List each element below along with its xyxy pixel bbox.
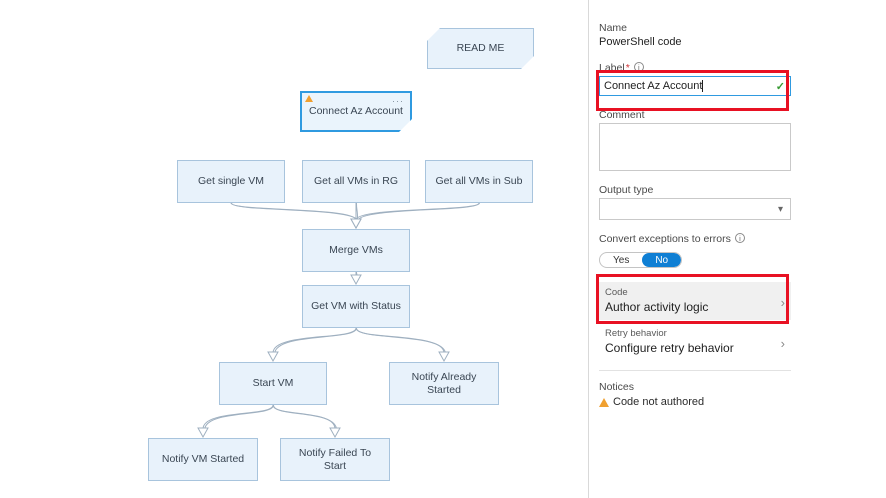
node-label: Merge VMs <box>329 244 383 257</box>
edge-arrowhead <box>350 274 362 286</box>
node-get-single-vm[interactable]: Get single VM <box>177 160 285 203</box>
workflow-edges <box>197 202 480 439</box>
edge-arrowhead <box>329 427 341 439</box>
node-label: Connect Az Account <box>309 105 403 118</box>
text-caret <box>702 80 704 92</box>
label-field-label: Label*i <box>599 62 791 74</box>
node-label: READ ME <box>456 42 505 55</box>
node-notify-vm-started[interactable]: Notify VM Started <box>148 438 258 481</box>
retry-behavior-row[interactable]: Retry behavior Configure retry behavior … <box>599 323 791 361</box>
info-icon-2[interactable]: i <box>734 233 745 243</box>
output-type-select[interactable]: ▾ <box>599 198 791 220</box>
edge-arrowhead <box>350 218 362 230</box>
edge-get-single-vm-to-merge-vms <box>230 202 362 230</box>
toggle-option-no[interactable]: No <box>642 253 682 267</box>
node-notify-already-started[interactable]: Notify Already Started <box>389 362 499 405</box>
node-get-vm-with-status[interactable]: Get VM with Status <box>302 285 410 328</box>
edge-merge-vms-to-get-vm-with-status <box>350 271 362 286</box>
comment-textarea[interactable] <box>599 123 791 171</box>
edge-arrowhead <box>438 351 450 363</box>
label-input-value: Connect Az Account <box>604 80 703 92</box>
convert-exceptions-toggle[interactable]: Yes No <box>599 252 683 268</box>
name-value: PowerShell code <box>599 36 682 48</box>
check-icon: ✓ <box>775 80 785 93</box>
info-icon[interactable]: i <box>633 62 644 72</box>
node-get-all-vms-in-sub[interactable]: Get all VMs in Sub <box>425 160 533 203</box>
edge-start-vm-to-notify-failed-to-start <box>272 404 341 439</box>
retry-behavior-value: Configure retry behavior <box>605 341 734 355</box>
node-connect-az-account[interactable]: ···Connect Az Account <box>300 91 412 132</box>
node-label: Get VM with Status <box>311 300 401 313</box>
chevron-down-icon: ▾ <box>777 203 783 215</box>
node-merge-vms[interactable]: Merge VMs <box>302 229 410 272</box>
node-start-vm[interactable]: Start VM <box>219 362 327 405</box>
node-label: Notify Failed To Start <box>298 446 372 472</box>
label-field-label-text: Label <box>599 62 625 74</box>
edge-get-vm-with-status-to-notify-already-started <box>355 327 450 363</box>
label-input[interactable]: Connect Az Account ✓ <box>599 76 791 96</box>
edge-arrowhead <box>267 351 279 363</box>
node-warning-icon <box>305 95 313 102</box>
warning-triangle-icon <box>599 397 609 407</box>
node-notify-failed-to-start[interactable]: Notify Failed To Start <box>280 438 390 481</box>
edge-get-vm-with-status-to-start-vm <box>267 327 357 363</box>
properties-panel: Name PowerShell code Label*i Connect Az … <box>588 0 886 498</box>
chevron-right-icon-2: › <box>780 336 785 351</box>
edge-start-vm-to-notify-vm-started <box>197 404 274 439</box>
node-label: Get all VMs in RG <box>313 175 399 188</box>
notice-item: Code not authored <box>599 396 791 408</box>
edge-arrowhead <box>350 218 362 230</box>
name-label: Name <box>599 22 628 34</box>
notice-text: Code not authored <box>613 396 705 408</box>
node-label: Get single VM <box>198 175 264 188</box>
node-context-menu-icon[interactable]: ··· <box>392 96 404 106</box>
notices-label: Notices <box>599 381 635 393</box>
edge-get-all-vms-in-sub-to-merge-vms <box>350 202 480 230</box>
node-label: Notify Already Started <box>411 370 477 396</box>
node-label: Get all VMs in Sub <box>435 175 523 188</box>
node-label: Start VM <box>252 377 294 390</box>
section-divider <box>599 370 791 371</box>
edge-arrowhead <box>350 218 362 230</box>
retry-behavior-label: Retry behavior <box>605 328 667 339</box>
output-type-label: Output type <box>599 184 654 196</box>
code-row-value: Author activity logic <box>605 300 709 314</box>
comment-label: Comment <box>599 109 645 121</box>
node-get-all-vms-in-rg[interactable]: Get all VMs in RG <box>302 160 410 203</box>
toggle-option-yes[interactable]: Yes <box>613 254 630 266</box>
edge-get-all-vms-in-rg-to-merge-vms <box>350 202 362 230</box>
code-row-label: Code <box>605 287 628 298</box>
required-marker: * <box>625 62 630 74</box>
node-label: Notify VM Started <box>161 453 245 466</box>
chevron-right-icon: › <box>780 295 785 310</box>
convert-exceptions-label-text: Convert exceptions to errors <box>599 233 731 245</box>
code-row[interactable]: Code Author activity logic › <box>599 282 791 320</box>
edge-arrowhead <box>197 427 209 439</box>
node-read-me[interactable]: READ ME <box>427 28 534 69</box>
